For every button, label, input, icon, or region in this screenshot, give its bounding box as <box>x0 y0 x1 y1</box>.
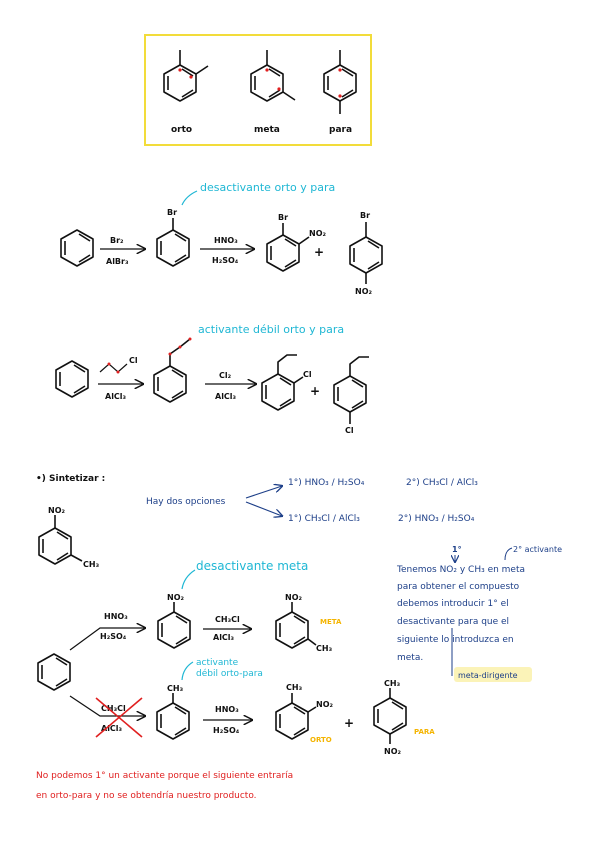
reagent-label: H₂SO₄ <box>213 726 240 735</box>
meta-label: meta <box>254 125 280 135</box>
options-text: Hay dos opciones <box>146 497 226 507</box>
substituent-label: NO₂ <box>309 229 326 238</box>
reagent-label: Br₂ <box>110 236 124 245</box>
benzene-start <box>37 653 71 691</box>
annotation-note: activante débil orto y para <box>198 323 344 336</box>
option-step: 1°) HNO₃ / H₂SO₄ <box>288 478 365 488</box>
annotation-note: débil orto-para <box>196 668 263 679</box>
reagent-label: AlCl₃ <box>213 633 235 642</box>
para-xylene <box>323 50 357 114</box>
benzene-ring <box>250 50 296 102</box>
substituent-label: CH₃ <box>286 683 303 692</box>
bromobenzene <box>156 218 190 267</box>
explanation-line: para obtener el compuesto <box>397 582 520 592</box>
ortho-xylene <box>163 50 209 102</box>
annotation-pointer <box>181 661 194 681</box>
substituent-label: Cl <box>345 426 354 435</box>
annotation-pointer <box>181 569 196 590</box>
explanation-line: meta. <box>397 653 423 663</box>
reagent-label: AlCl₃ <box>215 392 237 401</box>
meta-xylene <box>250 50 296 102</box>
substituent-label: Br <box>167 208 177 217</box>
ethylbenzene <box>153 338 191 403</box>
annotation-note: desactivante orto y para <box>200 181 335 194</box>
explanation-line: Tenemos NO₂ y CH₃ en meta <box>396 565 525 575</box>
isomer-box <box>144 34 372 146</box>
o-nitrotoluene-product <box>275 693 317 740</box>
reagent-label: H₂SO₄ <box>100 632 127 641</box>
nitrobenzene <box>157 602 191 649</box>
alkyl-halide-chain <box>99 363 128 373</box>
option-arrow <box>245 486 282 499</box>
meta-director-tag: meta-dirigente <box>458 671 518 680</box>
section-title: •) Sintetizar : <box>36 474 105 484</box>
substituent-label: Br <box>360 211 370 220</box>
substituent-label: NO₂ <box>355 287 372 296</box>
annotation-pointer <box>504 547 513 561</box>
meta-director-highlight <box>454 667 532 682</box>
first-mark: 1° <box>452 545 462 554</box>
footer-note: No podemos 1° un activante porque el sig… <box>36 771 293 781</box>
substituent-label: CH₃ <box>167 684 184 693</box>
substituent-label: NO₂ <box>285 593 302 602</box>
annotation-note: desactivante meta <box>196 559 308 573</box>
substituent-label: CH₃ <box>316 644 333 653</box>
substituent-label: Cl <box>303 370 312 379</box>
annotation-pointer <box>181 190 198 206</box>
para-chloroethylbenzene <box>333 356 369 424</box>
explanation-line: desactivante para que el <box>397 617 509 627</box>
plus-sign: + <box>310 384 320 398</box>
option-step: 2°) CH₃Cl / AlCl₃ <box>406 478 478 488</box>
meta-tag: META <box>320 618 342 626</box>
explanation-line: siguiente lo introduzca en <box>397 635 514 645</box>
ortho-bromonitrobenzene <box>266 223 310 272</box>
substituent-label: NO₂ <box>384 747 401 756</box>
target-m-nitrotoluene <box>38 515 83 565</box>
substituent-label: NO₂ <box>48 506 65 515</box>
substituent-label: NO₂ <box>316 700 333 709</box>
reagent-label: CH₃Cl <box>101 704 126 713</box>
reagent-label: HNO₃ <box>214 236 238 245</box>
reaction-arrow <box>69 628 145 651</box>
para-bromonitrobenzene <box>349 222 383 284</box>
cross-out-mark <box>95 697 143 738</box>
footer-note: en orto-para y no se obtendría nuestro p… <box>36 791 257 801</box>
annotation-note: activante <box>196 658 239 668</box>
reagent-label: AlBr₃ <box>106 257 129 266</box>
benzene-start <box>60 229 94 267</box>
ortho-chloroethylbenzene <box>261 354 304 411</box>
substituent-label: CH₃ <box>384 679 401 688</box>
second-mark: 2° activante <box>513 545 562 554</box>
reagent-label: CH₃Cl <box>215 615 240 624</box>
plus-sign: + <box>344 716 354 730</box>
m-nitrotoluene-product <box>275 602 317 649</box>
option-arrow <box>245 501 282 516</box>
reagent-label: HNO₃ <box>104 612 128 621</box>
plus-sign: + <box>314 245 324 259</box>
benzene-start <box>55 360 89 398</box>
toluene <box>156 693 190 740</box>
option-step: 1°) CH₃Cl / AlCl₃ <box>288 514 360 524</box>
option-step: 2°) HNO₃ / H₂SO₄ <box>398 514 475 524</box>
substituent-label: Br <box>278 213 288 222</box>
p-nitrotoluene-product <box>373 688 407 744</box>
para-tag: PARA <box>414 728 435 736</box>
substituent-label: NO₂ <box>167 593 184 602</box>
explanation-line: debemos introducir 1° el <box>397 599 509 609</box>
ortho-label: orto <box>171 125 192 135</box>
reagent-label: HNO₃ <box>215 705 239 714</box>
benzene-ring <box>163 50 209 102</box>
reaction-arrow <box>69 695 145 716</box>
para-label: para <box>329 125 352 135</box>
reagent-label: AlCl₃ <box>101 724 123 733</box>
ortho-tag: ORTO <box>310 736 332 744</box>
reagent-label: Cl <box>129 356 138 365</box>
reagent-label: AlCl₃ <box>105 392 127 401</box>
reagent-label: Cl₂ <box>219 371 232 380</box>
substituent-label: CH₃ <box>83 560 100 569</box>
benzene-ring <box>323 50 357 114</box>
reagent-label: H₂SO₄ <box>212 256 239 265</box>
